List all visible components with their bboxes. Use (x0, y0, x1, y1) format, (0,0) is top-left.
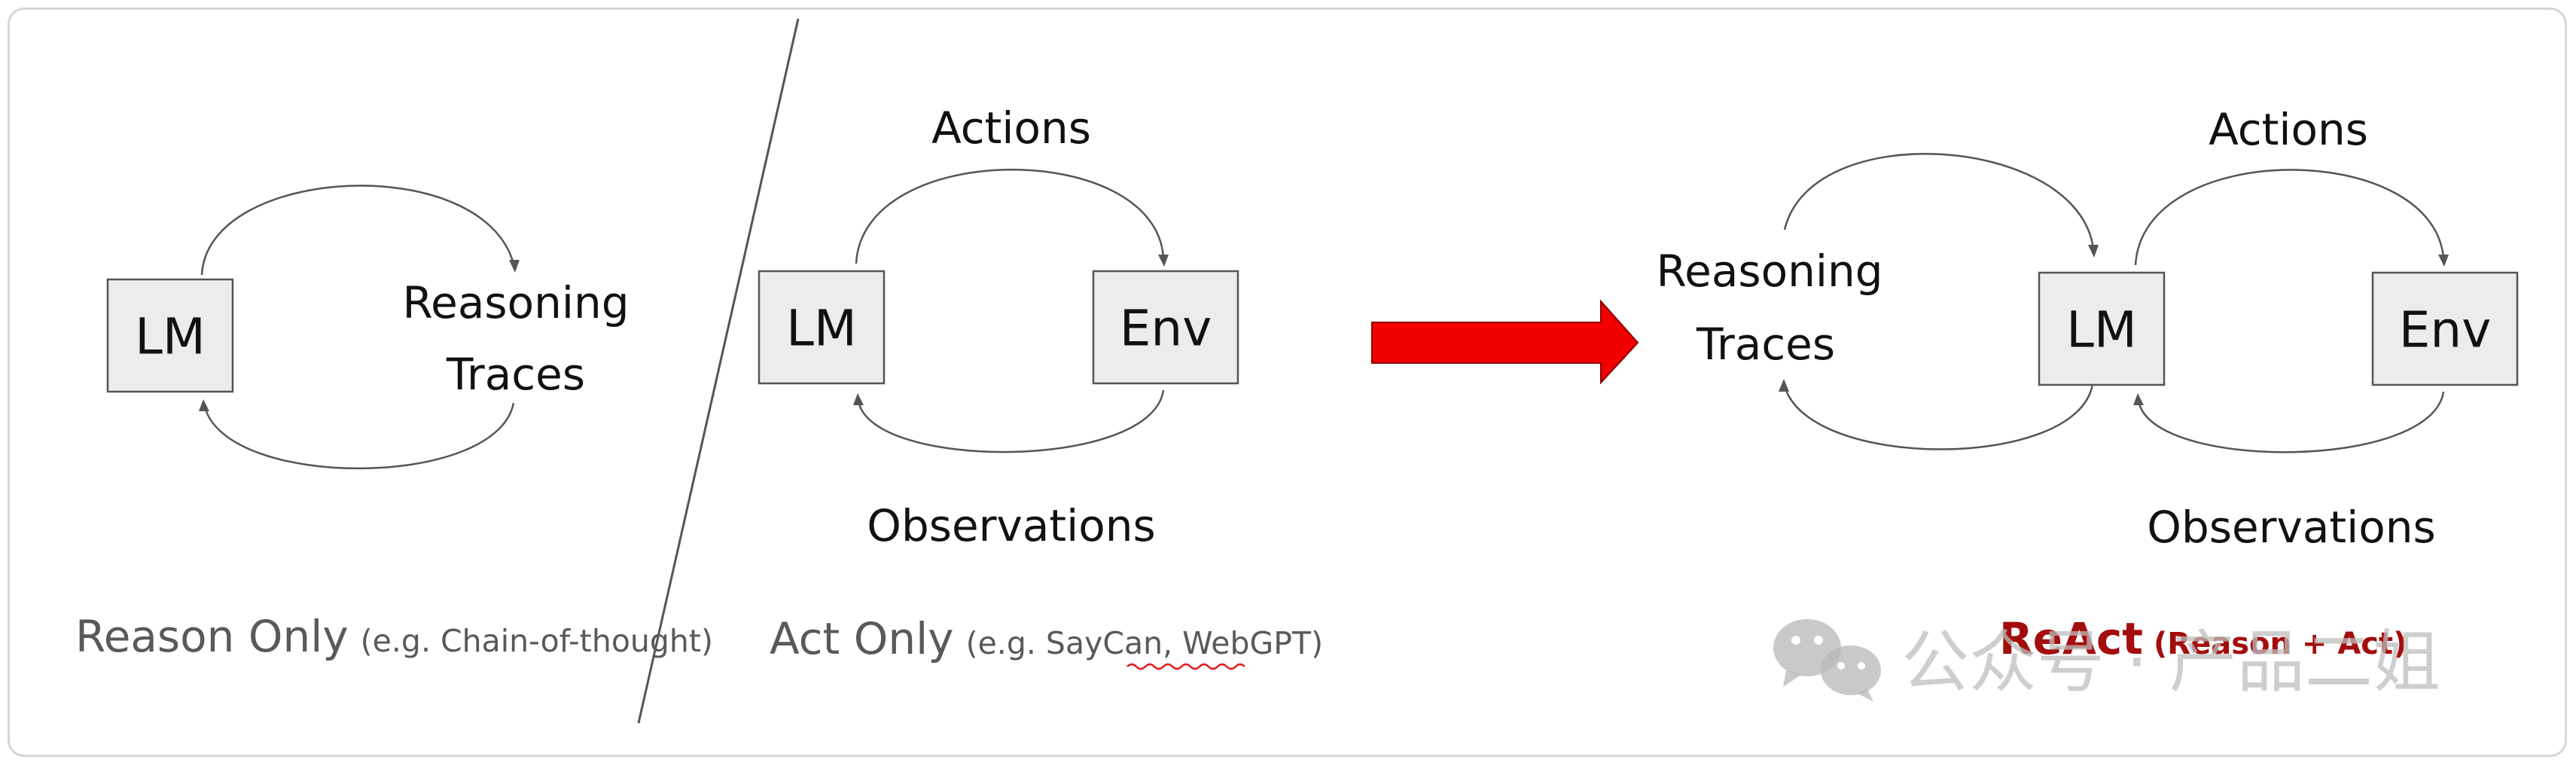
arrow-lm-to-reasoning (200, 185, 515, 276)
lm-label: LM (2066, 301, 2137, 359)
arrow-head (2088, 245, 2099, 258)
caption-main: Act Only (770, 613, 954, 664)
arrow-head (1158, 255, 1169, 267)
actions-label: Actions (2209, 104, 2368, 155)
lm-box (106, 278, 234, 393)
lm-box (758, 270, 886, 385)
react-caption: ReAct (Reason + Act) (1999, 613, 2407, 664)
caption-main: ReAct (1999, 613, 2143, 664)
caption-sub: (Reason + Act) (2154, 627, 2407, 661)
arrow-lm-to-env (855, 169, 1165, 264)
env-box (2371, 271, 2519, 386)
watermark: 公众号 · 产品二姐 (1773, 619, 2440, 702)
arrow-reasoning-to-lm (1783, 152, 2095, 249)
lm-label: LM (135, 308, 206, 366)
wechat-icon (1773, 619, 1881, 702)
reason-only-caption: Reason Only (e.g. Chain-of-thought) (75, 611, 713, 662)
reasoning-traces-label-line2: Traces (446, 349, 585, 400)
caption-sub-prefix: (e.g. SayCan, (966, 625, 1183, 661)
arrow-lm-to-reasoning (1783, 383, 2094, 450)
arrow-head (1779, 379, 1789, 392)
caption-main: Reason Only (75, 611, 349, 662)
arrow-lm-to-env (2134, 169, 2445, 266)
arrow-head (199, 399, 209, 411)
react-panel: Reasoning Traces LM Env Actions Observat… (1656, 104, 2519, 664)
reasoning-traces-label-line2: Traces (1696, 319, 1835, 370)
arrow-reasoning-to-lm (203, 402, 515, 470)
env-box (1092, 270, 1239, 385)
caption-sub-suffix: ) (1311, 625, 1323, 661)
env-label: Env (1120, 300, 1212, 358)
observations-label: Observations (2147, 502, 2435, 553)
observations-label: Observations (867, 500, 1155, 551)
arrow-head (509, 260, 520, 273)
panel-divider (637, 18, 800, 724)
env-label: Env (2399, 301, 2492, 359)
reason-only-panel: LM Reasoning Traces Reason Only (e.g. Cha… (75, 185, 713, 662)
caption-sub: (e.g. Chain-of-thought) (361, 623, 713, 659)
act-only-caption: Act Only (e.g. SayCan, WebGPT) (770, 613, 1323, 664)
arrow-env-to-lm (857, 389, 1165, 453)
transition-arrow (1371, 299, 1639, 385)
arrow-head (2438, 255, 2449, 267)
arrow-env-to-lm (2137, 391, 2445, 453)
act-only-panel: LM Env Actions Observations Act Only (e.g… (758, 102, 1323, 670)
actions-label: Actions (931, 102, 1091, 154)
reasoning-traces-label-line1: Reasoning (1656, 246, 1882, 297)
caption-sub-webgpt: WebGPT (1182, 625, 1312, 661)
lm-label: LM (786, 300, 857, 358)
arrow-head (2133, 393, 2144, 405)
lm-box (2038, 271, 2166, 386)
arrow-head (853, 393, 864, 405)
spellcheck-underline (1126, 663, 1245, 670)
watermark-text: 公众号 · 产品二姐 (1901, 623, 2440, 702)
reasoning-traces-label-line1: Reasoning (402, 277, 629, 328)
